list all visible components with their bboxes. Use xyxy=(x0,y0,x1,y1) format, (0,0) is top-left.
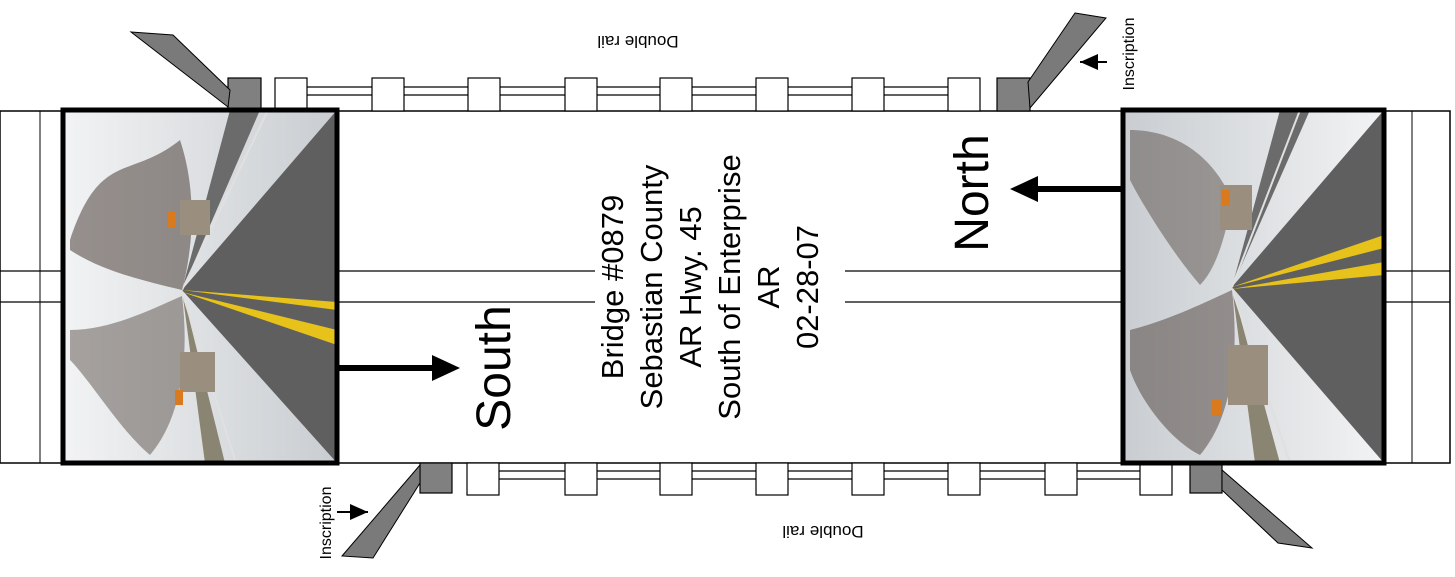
bottom-left-end-post xyxy=(419,462,453,494)
bottom-rail-post xyxy=(659,462,693,496)
top-right-inscription-label: Inscription xyxy=(1121,18,1138,91)
label-date: 02-28-07 xyxy=(790,225,825,349)
south-direction-label: South xyxy=(468,305,521,430)
north-direction-label: North xyxy=(946,134,999,251)
bottom-left-inscription-label: Inscription xyxy=(318,487,335,560)
north-arrow xyxy=(1010,176,1123,202)
top-rail-post xyxy=(274,77,308,112)
top-rail-post xyxy=(467,77,501,112)
top-left-wingwall xyxy=(129,31,231,108)
bottom-right-wingwall xyxy=(1221,468,1314,549)
top-rail-post xyxy=(947,77,981,112)
top-right-wingwall xyxy=(1027,12,1107,110)
bottom-double-rail-label: Double rail xyxy=(782,522,863,541)
label-county: Sebastian County xyxy=(634,164,669,409)
wingwalls xyxy=(129,12,1314,559)
north-approach-photo xyxy=(1120,107,1387,466)
bottom-rail-post xyxy=(755,462,789,496)
south-arrow xyxy=(339,355,460,381)
bottom-right-end-post xyxy=(1189,462,1223,494)
bottom-left-wingwall xyxy=(340,463,421,559)
bottom-rail-post xyxy=(1044,462,1078,496)
top-right-end-post xyxy=(996,77,1031,112)
top-rail-post xyxy=(659,77,693,112)
bottom-rail-post xyxy=(851,462,885,496)
top-double-rail-label: Double rail xyxy=(597,32,678,51)
bottom-rail-post xyxy=(564,462,598,496)
top-left-end-post xyxy=(227,77,262,112)
bottom-rail-post xyxy=(466,462,500,496)
top-double-rail xyxy=(227,77,1031,112)
top-rail-post xyxy=(564,77,598,112)
south-approach-photo xyxy=(60,107,340,466)
bottom-rail-post xyxy=(947,462,981,496)
top-rail-post xyxy=(755,77,789,112)
label-state: AR xyxy=(751,265,786,308)
bottom-rail-post xyxy=(1139,462,1173,496)
bottom-double-rail xyxy=(419,462,1223,496)
label-bridge-number: Bridge #0879 xyxy=(595,195,630,379)
top-rail-post xyxy=(371,77,405,112)
label-highway: AR Hwy. 45 xyxy=(673,206,708,367)
label-location: South of Enterprise xyxy=(712,154,747,419)
top-rail-post xyxy=(851,77,885,112)
bridge-info-label: Bridge #0879 Sebastian County AR Hwy. 45… xyxy=(595,154,825,419)
